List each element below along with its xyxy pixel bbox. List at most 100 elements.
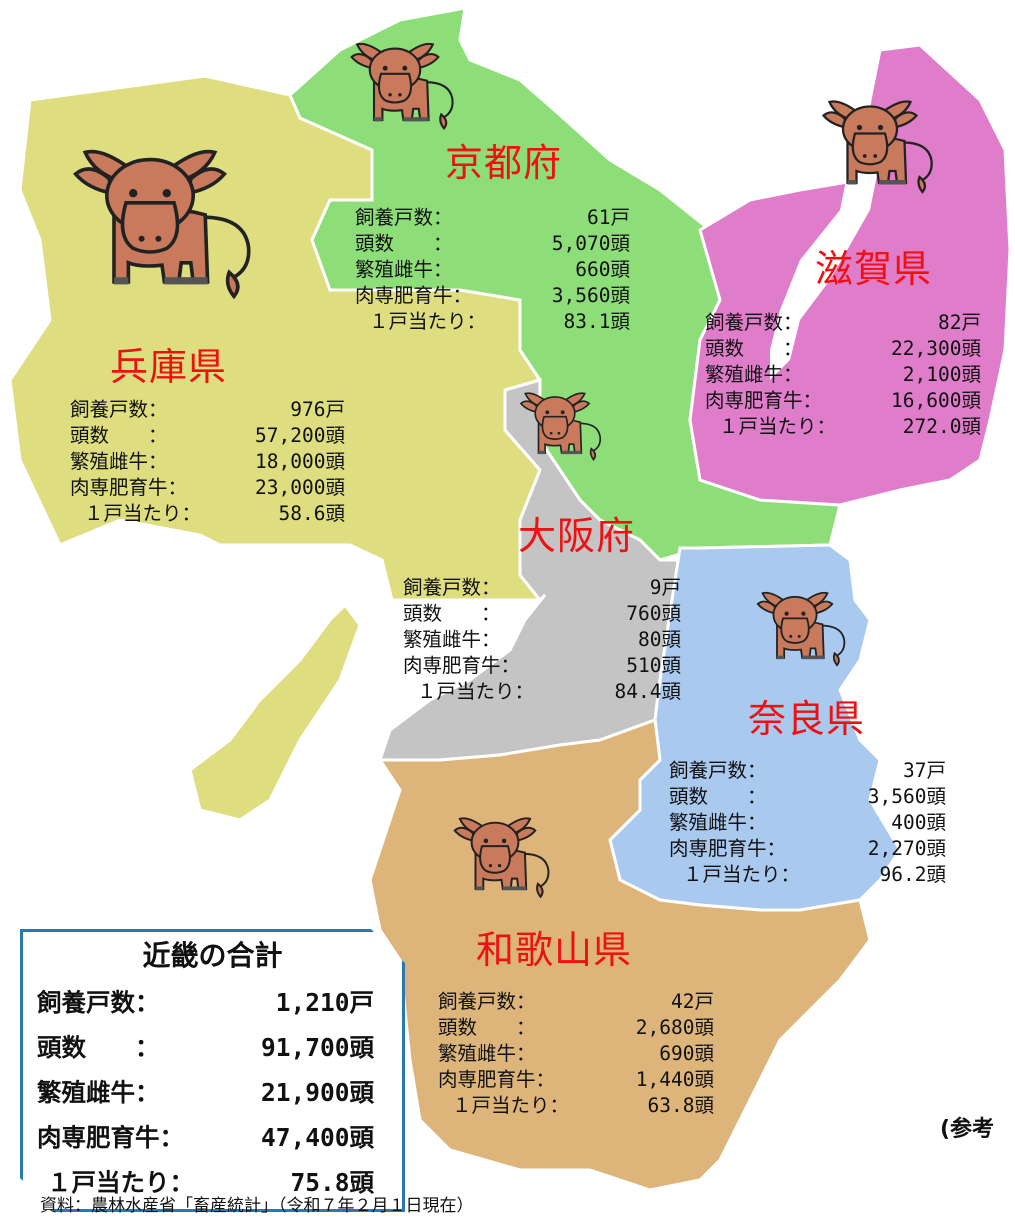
head-label: 頭数 ： [355, 232, 453, 255]
per-label: １戸当たり： [369, 310, 487, 333]
breeding-label: 繁殖雌牛： [705, 363, 803, 386]
nara-title: 奈良県 [748, 697, 866, 741]
source-note: 資料：農林水産省「畜産統計」（令和７年２月１日現在） [40, 1196, 474, 1216]
households-label: 飼養戸数： [438, 990, 536, 1013]
stat-row-per: １戸当たり：75.8頭 [37, 1160, 374, 1205]
households-value: 61戸 [587, 206, 630, 229]
head-value: 5,070頭 [551, 232, 630, 255]
stat-row-fattening: 肉専肥育牛：2,270頭 [669, 836, 946, 862]
nara-stats: 飼養戸数： 37戸 頭数 ：3,560頭 繁殖雌牛：400頭 肉専肥育牛：2,27… [669, 758, 946, 888]
stat-row-head: 頭数 ： 57,200頭 [70, 423, 345, 449]
stat-row-per: １戸当たり： 84.4頭 [403, 679, 681, 705]
households-value: 9戸 [649, 576, 681, 599]
stat-row-fattening: 肉専肥育牛： 47,400頭 [37, 1115, 374, 1160]
head-label: 頭数 ： [70, 424, 168, 447]
head-value: 91,700頭 [260, 1033, 374, 1062]
households-value: 42戸 [671, 990, 714, 1013]
breeding-label: 繁殖雌牛： [438, 1042, 536, 1065]
breeding-label: 繁殖雌牛： [355, 258, 453, 281]
stat-row-fattening: 肉専肥育牛：16,600頭 [705, 388, 981, 414]
stat-row-households: 飼養戸数： 82戸 [705, 310, 981, 336]
per-label: １戸当たり： [84, 502, 202, 525]
fattening-value: 47,400頭 [260, 1123, 374, 1152]
stat-row-per: １戸当たり： 83.1頭 [355, 309, 630, 335]
stat-row-fattening: 肉専肥育牛： 3,560頭 [355, 283, 630, 309]
stat-row-breeding: 繁殖雌牛：400頭 [669, 810, 946, 836]
per-value: 83.1頭 [563, 310, 630, 333]
breeding-value: 400頭 [891, 811, 946, 834]
stat-row-households: 飼養戸数： 42戸 [438, 989, 714, 1015]
per-label: １戸当たり： [683, 863, 801, 886]
stat-row-breeding: 繁殖雌牛： 660頭 [355, 257, 630, 283]
head-value: 57,200頭 [255, 424, 345, 447]
stat-row-households: 飼養戸数： 61戸 [355, 205, 630, 231]
head-label: 頭数 ： [403, 602, 501, 625]
fattening-value: 3,560頭 [551, 284, 630, 307]
stat-row-fattening: 肉専肥育牛： 23,000頭 [70, 475, 345, 501]
reference-note: (参考 [940, 1117, 995, 1142]
shiga-title: 滋賀県 [815, 247, 933, 291]
awaji-island [188, 602, 362, 822]
stat-row-head: 頭数 ： 760頭 [403, 601, 681, 627]
households-label: 飼養戸数： [355, 206, 453, 229]
kinki-total-box: 近畿の合計 飼養戸数：1,210戸 頭数 ：91,700頭 繁殖雌牛：21,90… [20, 929, 405, 1212]
stat-row-head: 頭数 ：2,680頭 [438, 1015, 714, 1041]
fattening-label: 肉専肥育牛： [37, 1123, 184, 1152]
per-value: 84.4頭 [614, 680, 681, 703]
stat-row-fattening: 肉専肥育牛：510頭 [403, 653, 681, 679]
breeding-value: 2,100頭 [902, 363, 981, 386]
households-label: 飼養戸数： [669, 759, 767, 782]
households-value: 976戸 [290, 398, 345, 421]
households-label: 飼養戸数： [705, 311, 803, 334]
hyogo-title: 兵庫県 [110, 345, 228, 389]
stat-row-households: 飼養戸数： 976戸 [70, 397, 345, 423]
breeding-value: 660頭 [575, 258, 630, 281]
head-value: 760頭 [626, 602, 681, 625]
fattening-label: 肉専肥育牛： [355, 284, 473, 307]
stat-row-per: １戸当たり：63.8頭 [438, 1093, 714, 1119]
breeding-label: 繁殖雌牛： [37, 1078, 160, 1107]
stat-row-households: 飼養戸数： 1,210戸 [37, 980, 374, 1025]
wakayama-stats: 飼養戸数： 42戸 頭数 ：2,680頭 繁殖雌牛： 690頭 肉専肥育牛： 1,44… [438, 989, 714, 1119]
head-label: 頭数 ： [669, 785, 767, 808]
per-value: 272.0頭 [902, 415, 981, 438]
shiga-stats: 飼養戸数： 82戸 頭数 ：22,300頭 繁殖雌牛： 2,100頭 肉専肥育牛：1… [705, 310, 981, 440]
fattening-label: 肉専肥育牛： [70, 476, 188, 499]
per-value: 58.6頭 [278, 502, 345, 525]
households-value: 37戸 [903, 759, 946, 782]
stat-row-head: 頭数 ： 91,700頭 [37, 1025, 374, 1070]
stat-row-per: １戸当たり： 58.6頭 [70, 501, 345, 527]
breeding-value: 690頭 [659, 1042, 714, 1065]
fattening-label: 肉専肥育牛： [438, 1068, 556, 1091]
stat-row-head: 頭数 ： 5,070頭 [355, 231, 630, 257]
stat-row-breeding: 繁殖雌牛： 2,100頭 [705, 362, 981, 388]
households-value: 82戸 [938, 311, 981, 334]
osaka-stats: 飼養戸数：9戸 頭数 ：760頭 繁殖雌牛：80頭 肉専肥育牛：510頭 １戸当… [403, 575, 681, 705]
stat-row-head: 頭数 ：3,560頭 [669, 784, 946, 810]
head-value: 22,300頭 [891, 337, 981, 360]
stat-row-per: １戸当たり：272.0頭 [705, 414, 981, 440]
stat-row-head: 頭数 ：22,300頭 [705, 336, 981, 362]
households-label: 飼養戸数： [37, 988, 160, 1017]
osaka-title: 大阪府 [518, 514, 636, 558]
per-label: １戸当たり： [47, 1168, 194, 1197]
per-value: 96.2頭 [879, 863, 946, 886]
stat-row-breeding: 繁殖雌牛： 21,900頭 [37, 1070, 374, 1115]
breeding-value: 18,000頭 [255, 450, 345, 473]
hyogo-stats: 飼養戸数： 976戸 頭数 ： 57,200頭 繁殖雌牛：18,000頭 肉専肥育牛… [70, 397, 345, 527]
per-label: １戸当たり： [417, 680, 535, 703]
fattening-value: 510頭 [626, 654, 681, 677]
breeding-value: 21,900頭 [260, 1078, 374, 1107]
fattening-value: 1,440頭 [635, 1068, 714, 1091]
stat-row-breeding: 繁殖雌牛：18,000頭 [70, 449, 345, 475]
households-value: 1,210戸 [275, 988, 374, 1017]
kyoto-stats: 飼養戸数： 61戸 頭数 ： 5,070頭 繁殖雌牛： 660頭 肉専肥育牛： 3,56… [355, 205, 630, 335]
fattening-label: 肉専肥育牛： [669, 837, 787, 860]
head-label: 頭数 ： [37, 1033, 160, 1062]
households-label: 飼養戸数： [70, 398, 168, 421]
stat-row-breeding: 繁殖雌牛：80頭 [403, 627, 681, 653]
stat-row-breeding: 繁殖雌牛： 690頭 [438, 1041, 714, 1067]
head-value: 2,680頭 [635, 1016, 714, 1039]
fattening-value: 23,000頭 [255, 476, 345, 499]
fattening-value: 16,600頭 [891, 389, 981, 412]
